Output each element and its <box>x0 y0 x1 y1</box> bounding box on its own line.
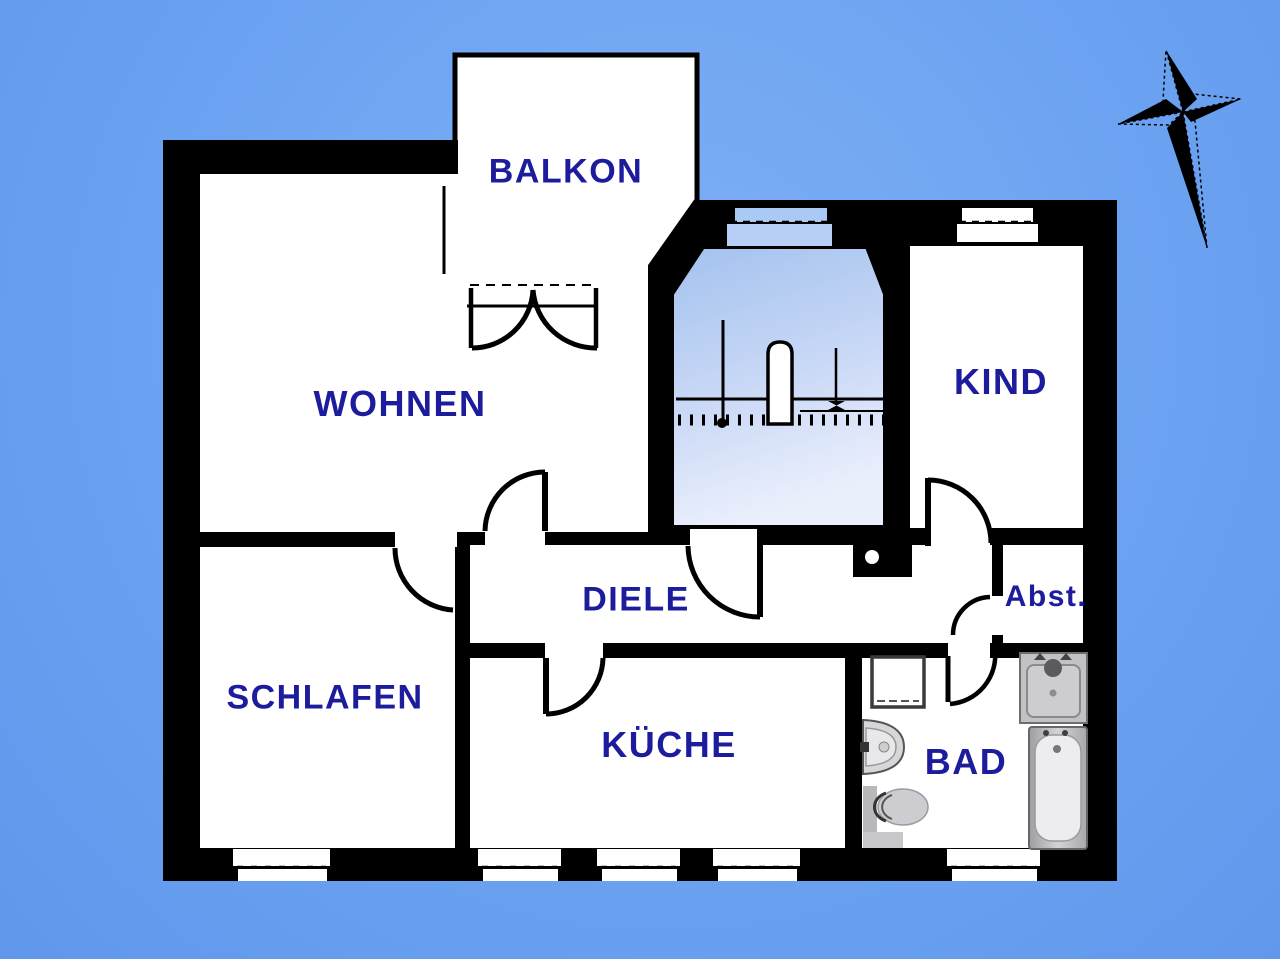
kind-door-opening <box>928 528 990 547</box>
label-balkon: BALKON <box>488 152 644 191</box>
wohnen-door <box>482 469 548 532</box>
entry-door-opening <box>690 527 762 545</box>
schlafen-door-opening <box>395 530 457 547</box>
bad-door <box>945 649 998 707</box>
label-wohnen: WOHNEN <box>313 383 487 424</box>
balcony-double-door <box>467 284 599 351</box>
room-abst-area <box>1003 545 1083 643</box>
schlafen-door <box>392 547 454 613</box>
kind-door <box>925 477 994 546</box>
abst-door-opening <box>992 596 1003 635</box>
room-schlafen-area <box>200 547 455 848</box>
room-kueche-area <box>470 658 845 848</box>
abst-door <box>950 594 991 636</box>
label-kind: KIND <box>954 361 1048 402</box>
bad-door-opening <box>948 643 990 658</box>
windows <box>233 184 1040 881</box>
hand-basin <box>860 718 906 776</box>
stairwell <box>670 245 887 529</box>
entry-door <box>685 529 763 620</box>
stair-mark <box>828 401 845 410</box>
wohnen-door-opening <box>485 530 545 547</box>
label-bad: BAD <box>924 741 1008 782</box>
washing-machine <box>870 655 926 709</box>
shaft-block <box>853 535 912 577</box>
room-diele-area <box>470 545 992 643</box>
label-abst: Abst. <box>1004 580 1088 613</box>
label-diele: DIELE <box>582 580 690 619</box>
stair-handrail <box>766 340 794 426</box>
label-kueche: KÜCHE <box>601 724 737 765</box>
compass-north-arrow-icon <box>1117 49 1242 249</box>
kueche-door <box>543 657 606 717</box>
kueche-door-opening <box>545 643 603 658</box>
bathtub <box>1028 726 1088 850</box>
label-schlafen: SCHLAFEN <box>226 678 424 717</box>
stair-post-left-base <box>717 418 727 428</box>
doors <box>392 284 998 717</box>
toilet <box>863 786 929 848</box>
bath-fixtures <box>860 652 1088 850</box>
shower <box>1019 652 1088 724</box>
